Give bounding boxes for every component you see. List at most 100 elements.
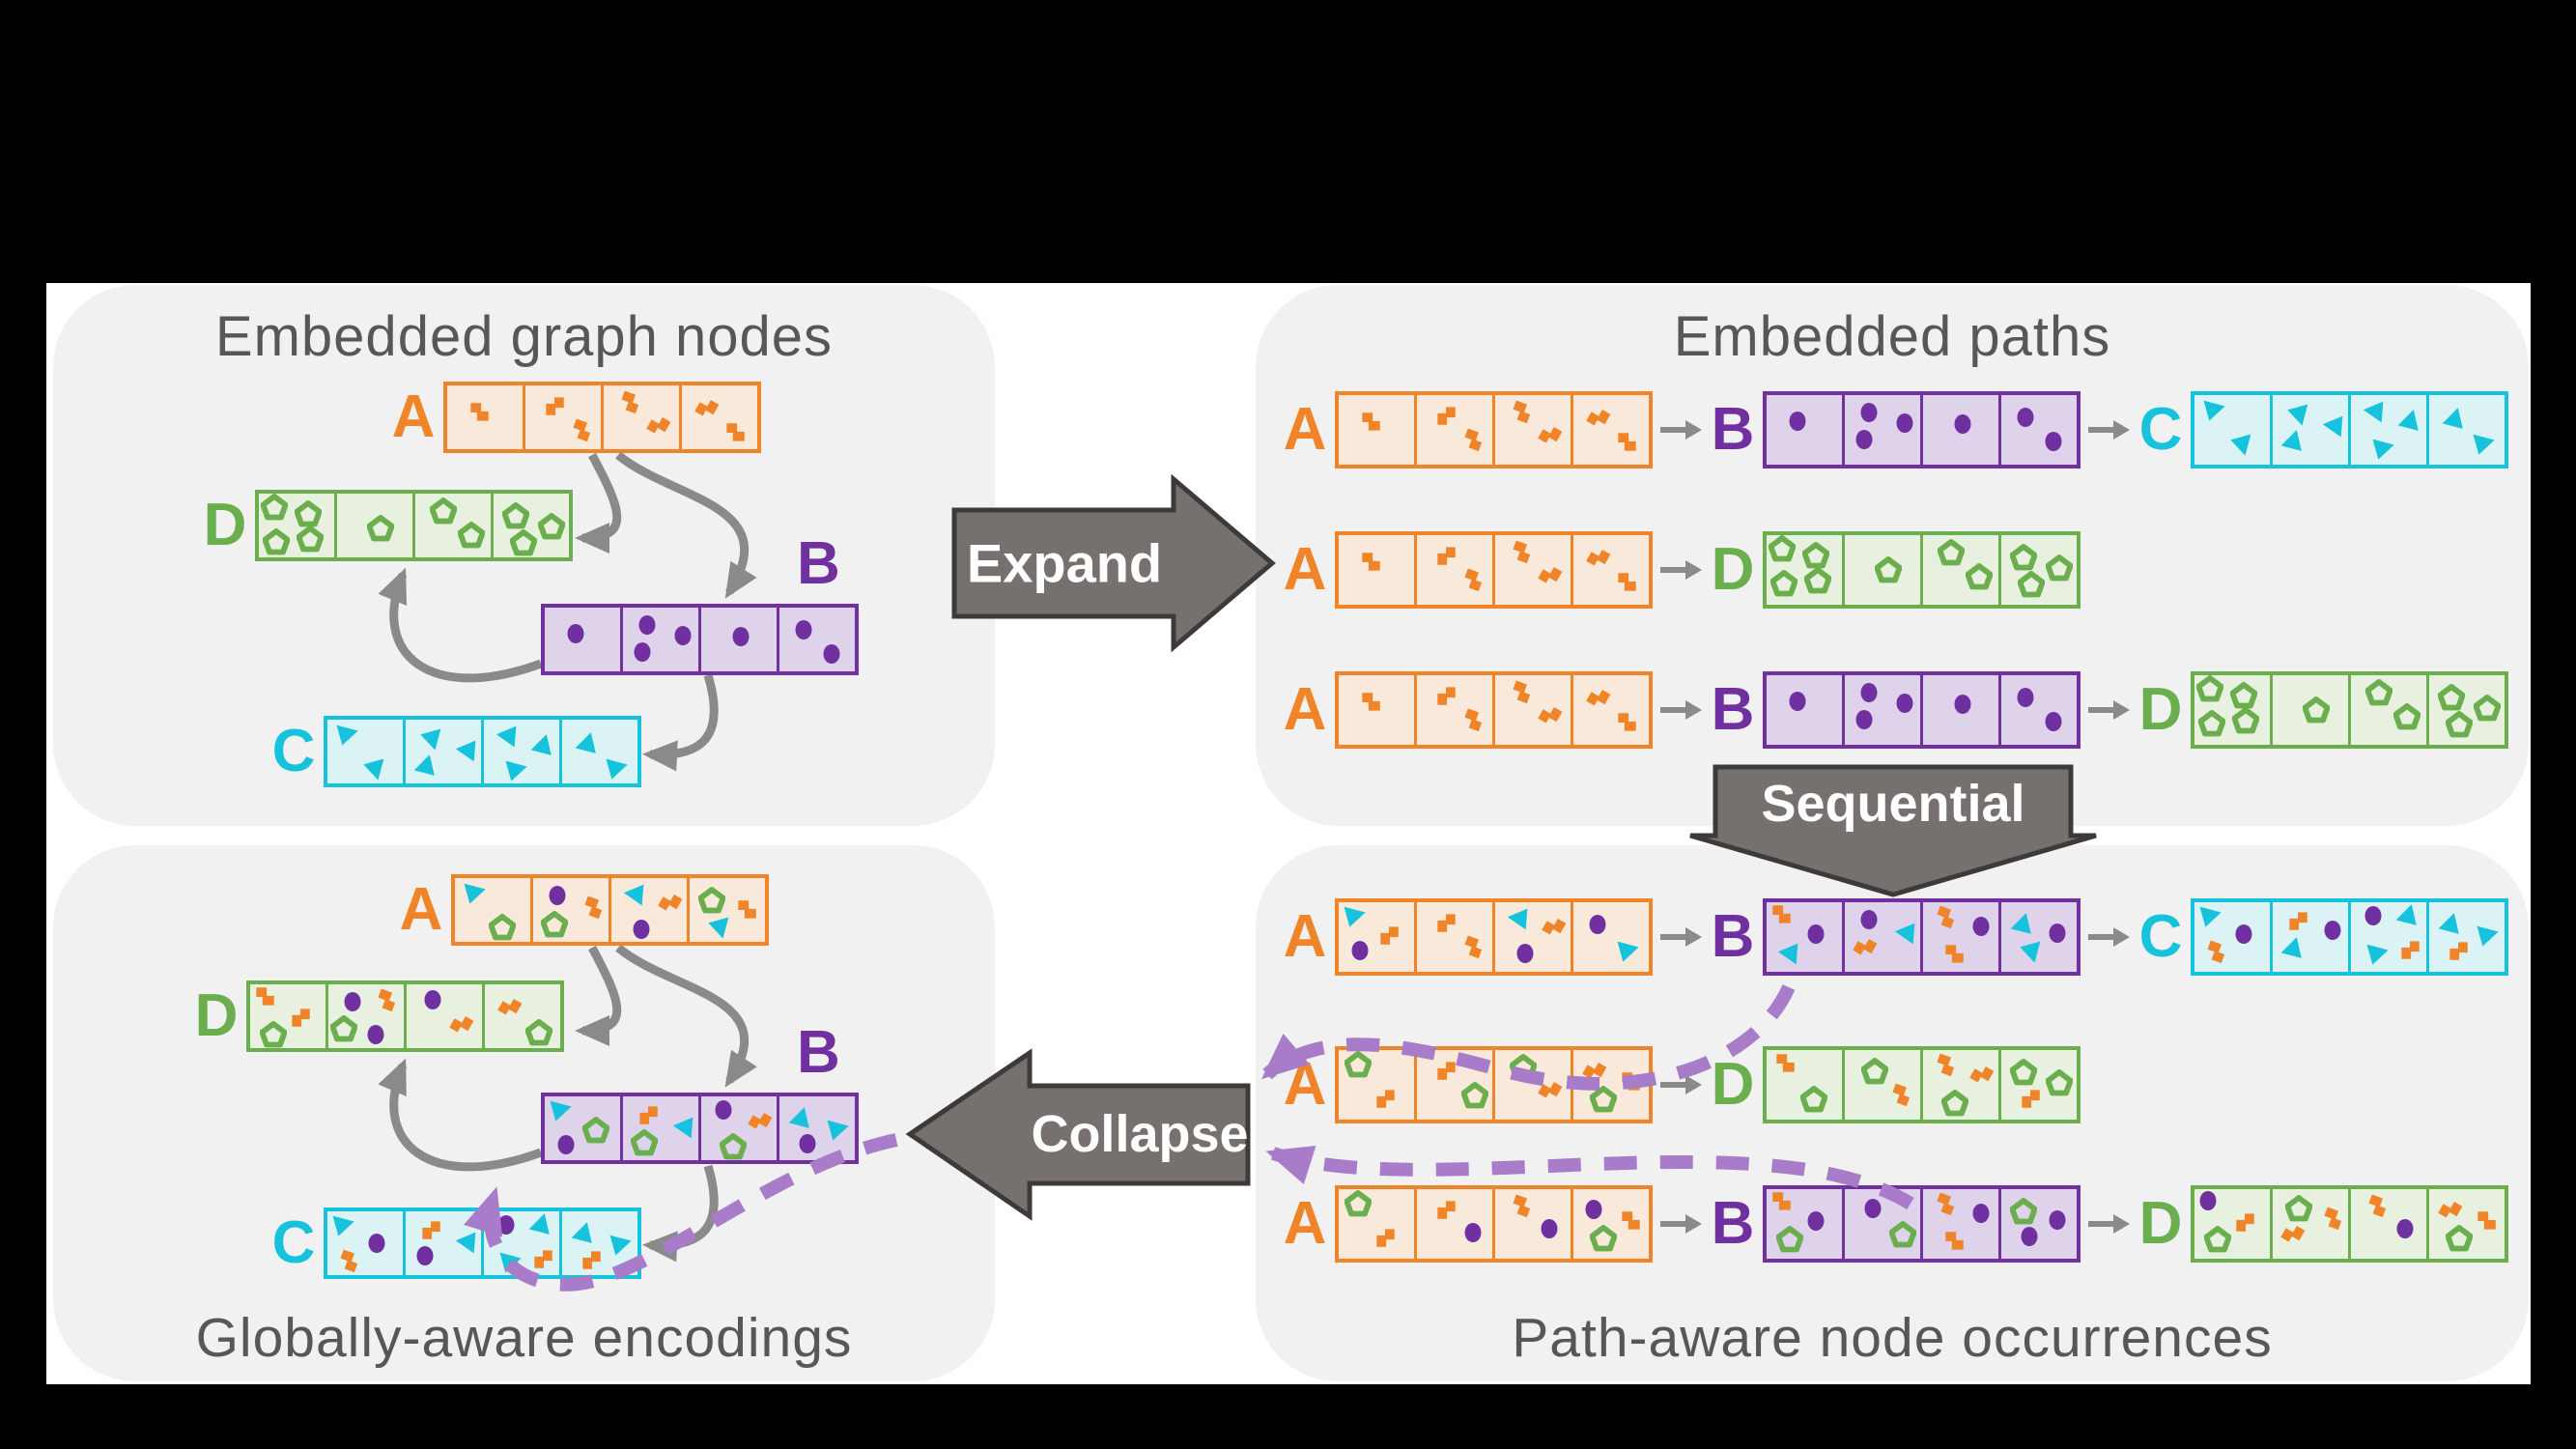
cyan-triangle-icon xyxy=(2397,410,2419,431)
vector-cell xyxy=(1845,535,1923,605)
orange-step-icon xyxy=(1437,1062,1456,1080)
path-row: A D xyxy=(1281,1046,2081,1123)
vector-cell xyxy=(1417,675,1495,745)
cyan-triangle-icon xyxy=(1894,923,1915,945)
vector-box-C xyxy=(2191,898,2508,976)
vector-cell xyxy=(1495,1050,1573,1120)
cyan-triangle-icon xyxy=(606,758,628,780)
cyan-triangle-icon xyxy=(2363,401,2384,423)
path-row: A B D xyxy=(1281,1185,2508,1263)
node-label-B: B xyxy=(1711,676,1755,743)
cyan-triangle-icon xyxy=(363,758,384,781)
purple-dot-icon xyxy=(1516,944,1534,963)
cyan-triangle-icon xyxy=(623,884,644,906)
vector-cell xyxy=(328,984,407,1048)
green-pentagon-icon xyxy=(2474,695,2501,722)
green-pentagon-icon xyxy=(510,529,537,556)
orange-step-icon xyxy=(1622,1211,1640,1230)
path-step-arrow-icon xyxy=(2088,1214,2130,1234)
path-step-arrow-icon xyxy=(1660,700,1702,720)
path-step-arrow-icon xyxy=(1660,927,1702,947)
vector-cell xyxy=(1495,395,1573,465)
vector-cell xyxy=(1495,535,1573,605)
node-label-D: D xyxy=(1711,536,1755,603)
vector-cell xyxy=(779,1096,855,1160)
vector-box-D xyxy=(1763,531,2081,609)
cyan-triangle-icon xyxy=(2442,408,2463,429)
edge-b-to-d xyxy=(378,567,543,683)
cyan-triangle-icon xyxy=(528,1213,550,1235)
node-row-C: C xyxy=(269,716,641,787)
cyan-triangle-icon xyxy=(2395,904,2417,925)
vector-box-B xyxy=(541,1093,859,1164)
purple-dot-icon xyxy=(2045,432,2062,451)
cyan-triangle-icon xyxy=(609,1235,632,1256)
purple-dot-icon xyxy=(1589,915,1606,934)
orange-step-icon xyxy=(1582,1063,1607,1079)
node-row-A: A xyxy=(389,382,761,453)
purple-dot-icon xyxy=(1954,414,1971,434)
orange-step-icon xyxy=(1513,1194,1531,1218)
purple-dot-icon xyxy=(567,624,584,643)
vector-cell xyxy=(1339,1050,1417,1120)
green-pentagon-icon xyxy=(2393,703,2420,730)
green-pentagon-icon xyxy=(2232,707,2259,734)
vector-cell xyxy=(1417,902,1495,972)
vector-cell xyxy=(2273,675,2351,745)
purple-dot-icon xyxy=(2396,1219,2414,1238)
cyan-triangle-icon xyxy=(708,917,729,939)
node-row-B xyxy=(541,604,859,675)
vector-cell xyxy=(2001,1189,2077,1259)
node-label-B: B xyxy=(797,530,840,597)
green-pentagon-icon xyxy=(1510,1054,1537,1081)
vector-box-A xyxy=(1335,1185,1653,1263)
cyan-triangle-icon xyxy=(1344,906,1366,927)
purple-dot-icon xyxy=(549,886,566,905)
orange-step-icon xyxy=(1464,428,1483,452)
orange-step-icon xyxy=(2207,940,2225,964)
green-pentagon-icon xyxy=(1461,1082,1488,1109)
cyan-triangle-icon xyxy=(530,734,552,755)
cyan-triangle-icon xyxy=(505,760,527,781)
vector-box-B xyxy=(541,604,859,675)
orange-step-icon xyxy=(1464,708,1483,732)
green-pentagon-icon xyxy=(2018,571,2045,598)
path-step-arrow-icon xyxy=(1660,1075,1702,1094)
purple-dot-icon xyxy=(2049,1210,2066,1230)
vector-cell xyxy=(1845,1189,1923,1259)
purple-dot-icon xyxy=(367,1025,384,1044)
vector-cell xyxy=(1923,395,2001,465)
node-row-A: A xyxy=(397,874,769,946)
orange-step-icon xyxy=(1618,713,1636,731)
vector-cell xyxy=(494,494,569,557)
orange-step-icon xyxy=(1376,1229,1395,1247)
green-pentagon-icon xyxy=(720,1133,747,1160)
vector-cell xyxy=(2351,395,2429,465)
vector-cell xyxy=(2273,1189,2351,1259)
node-label-D: D xyxy=(194,982,239,1049)
orange-step-icon xyxy=(1892,1083,1911,1107)
purple-dot-icon xyxy=(1789,412,1806,431)
vector-cell xyxy=(2001,675,2077,745)
orange-step-icon xyxy=(1772,1192,1791,1210)
edge-a-to-d xyxy=(575,945,622,1046)
vector-cell xyxy=(1923,535,2001,605)
orange-step-icon xyxy=(658,895,683,911)
vector-cell xyxy=(2001,902,2077,972)
orange-step-icon xyxy=(1945,1232,1964,1250)
node-label-A: A xyxy=(1283,1190,1327,1257)
vector-cell xyxy=(1573,902,1649,972)
vector-box-D xyxy=(255,490,573,561)
sequential-arrow: Sequential xyxy=(1689,764,2097,897)
vector-box-D xyxy=(2191,671,2508,749)
orange-step-icon xyxy=(2438,1202,2463,1218)
green-pentagon-icon xyxy=(1345,1051,1372,1078)
purple-dot-icon xyxy=(799,1134,816,1153)
orange-step-icon xyxy=(573,418,591,442)
purple-dot-icon xyxy=(1807,924,1825,944)
vector-cell xyxy=(259,494,337,557)
edge-b-to-d xyxy=(378,1058,543,1172)
orange-step-icon xyxy=(1376,1090,1395,1108)
green-pentagon-icon xyxy=(2438,684,2465,711)
